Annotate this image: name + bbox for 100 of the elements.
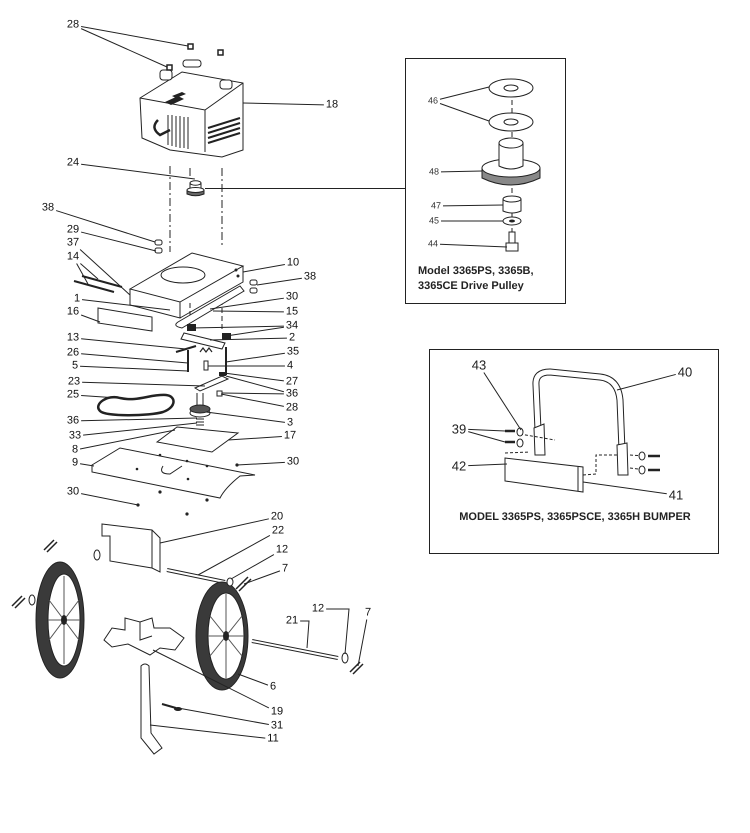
leader-line (80, 263, 98, 280)
leader-line (230, 554, 274, 580)
callout-number: 40 (676, 366, 694, 378)
connector-line (204, 188, 406, 189)
leader-line (80, 314, 100, 322)
leader-line (80, 26, 188, 46)
leader-line (326, 608, 350, 654)
callout-number: 18 (324, 100, 340, 110)
leader-line (152, 650, 270, 708)
leader-line (80, 249, 130, 296)
leader-line (80, 418, 198, 422)
leader-line (80, 430, 176, 450)
leader-line (80, 353, 188, 364)
leader-line (76, 263, 88, 284)
callout-number: 1 (72, 294, 82, 304)
callout-number: 48 (428, 168, 440, 176)
leader-line (80, 338, 186, 350)
leader-line (468, 431, 506, 442)
callout-number: 47 (430, 202, 442, 210)
leader-line (80, 232, 156, 252)
callout-number: 2 (288, 332, 296, 344)
callout-number: 44 (427, 240, 439, 248)
leader-line (440, 103, 490, 122)
callout-number: 12 (310, 604, 326, 614)
callout-number: 39 (450, 422, 468, 436)
inset-panel (429, 349, 719, 554)
callout-number: 13 (66, 332, 80, 344)
leader-line (80, 164, 196, 180)
callout-number: 28 (66, 20, 80, 30)
callout-number: 43 (470, 358, 488, 372)
callout-number: 41 (668, 488, 684, 502)
callout-number: 30 (286, 456, 300, 468)
leader-line (236, 462, 286, 466)
leader-line (160, 518, 270, 544)
callout-number: 34 (284, 320, 300, 332)
leader-line (220, 394, 284, 407)
leader-line (582, 482, 668, 494)
wheel-and-stand-drawing (11, 523, 364, 754)
leader-line (468, 464, 508, 466)
leader-line (212, 310, 284, 312)
leader-line (238, 674, 268, 686)
callout-number: 16 (66, 306, 80, 318)
leader-line (228, 436, 282, 440)
callout-number: 14 (66, 252, 80, 262)
leader-line (358, 619, 368, 666)
leader-line (56, 210, 156, 242)
callout-number: 19 (270, 706, 284, 718)
leader-line (80, 395, 118, 398)
callout-number: 38 (40, 202, 56, 214)
leader-line (244, 570, 280, 584)
drive-pulley-exploded-drawing (482, 78, 540, 252)
panel-caption: Model 3365PS, 3365B, 3365CE Drive Pulley (418, 264, 535, 294)
callout-number: 23 (66, 376, 82, 388)
leader-line (82, 299, 170, 310)
callout-number: 37 (66, 238, 80, 248)
callout-number: 9 (70, 458, 80, 468)
leader-line (80, 366, 188, 372)
callout-number: 24 (66, 158, 80, 168)
leader-line (80, 463, 94, 466)
leader-line (226, 352, 286, 362)
leader-line (80, 493, 138, 506)
callout-number: 25 (66, 390, 80, 400)
panel-caption: MODEL 3365PS, 3365PSCE, 3365H BUMPER (458, 510, 692, 525)
leader-line (468, 428, 506, 432)
callout-number: 6 (268, 682, 278, 692)
callout-number: 17 (282, 430, 298, 442)
callout-number: 5 (70, 360, 80, 372)
coupler-drawing (186, 180, 205, 197)
callout-number: 7 (280, 564, 290, 574)
callout-number: 46 (427, 96, 439, 106)
leader-line (440, 244, 508, 248)
callout-number: 36 (66, 416, 80, 426)
callout-number: 31 (270, 720, 284, 732)
callout-number: 8 (70, 444, 80, 456)
leader-line (242, 102, 324, 106)
callout-number: 21 (284, 616, 300, 626)
leader-line (198, 534, 270, 576)
leader-line (222, 392, 284, 394)
leader-line (483, 372, 522, 430)
callout-number: 10 (286, 258, 300, 268)
leader-line (440, 86, 490, 100)
leader-line (440, 170, 482, 172)
leader-line (442, 204, 504, 206)
leader-line (80, 28, 168, 68)
callout-number: 28 (284, 402, 300, 414)
leader-line (210, 298, 284, 310)
leader-line (226, 376, 284, 392)
leader-line (440, 220, 504, 222)
bumper-exploded-drawing (504, 368, 662, 493)
callout-number: 11 (266, 734, 280, 744)
callout-number: 30 (284, 292, 300, 302)
leader-line (206, 412, 286, 423)
callout-number: 45 (428, 216, 440, 226)
callout-number: 22 (270, 526, 286, 536)
callout-number: 42 (450, 460, 468, 472)
callout-number: 4 (286, 360, 294, 372)
callout-number: 33 (68, 430, 82, 442)
leader-line (616, 374, 676, 390)
leader-line (256, 278, 302, 286)
callout-number: 3 (286, 418, 294, 428)
